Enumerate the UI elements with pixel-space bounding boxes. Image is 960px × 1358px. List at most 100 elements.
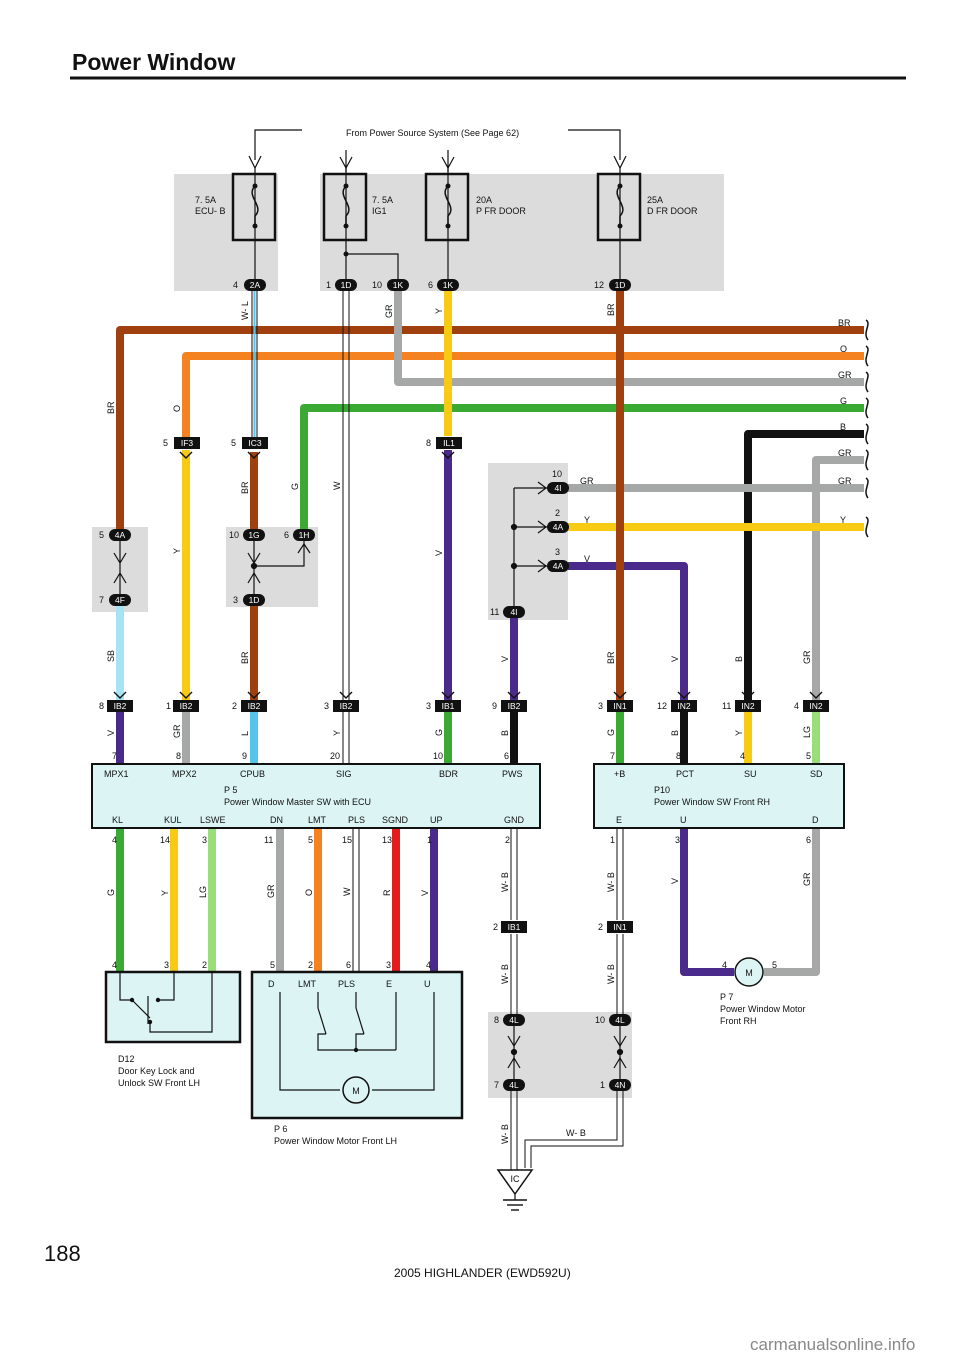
svg-text:8: 8 xyxy=(426,438,431,448)
svg-text:IC: IC xyxy=(511,1174,521,1184)
svg-text:CPUB: CPUB xyxy=(240,769,265,779)
svg-text:Y: Y xyxy=(172,548,182,554)
svg-text:11: 11 xyxy=(722,701,731,711)
svg-text:3: 3 xyxy=(555,547,560,557)
motor-icon: M xyxy=(734,957,764,987)
svg-text:1: 1 xyxy=(326,280,331,290)
svg-text:3: 3 xyxy=(202,835,207,845)
svg-text:L: L xyxy=(240,731,250,736)
svg-text:1D: 1D xyxy=(341,280,352,290)
svg-text:11: 11 xyxy=(264,835,273,845)
switch-d12-door-key-lock: D12 Door Key Lock and Unlock SW Front LH xyxy=(104,970,242,1088)
svg-text:IB1: IB1 xyxy=(442,701,455,711)
svg-text:V: V xyxy=(420,890,430,896)
svg-text:4I: 4I xyxy=(554,483,561,493)
svg-text:BR: BR xyxy=(240,481,250,494)
connector-chevrons xyxy=(113,451,823,699)
svg-text:W- B: W- B xyxy=(566,1128,586,1138)
svg-text:D FR DOOR: D FR DOOR xyxy=(647,206,698,216)
svg-text:M: M xyxy=(745,968,753,978)
svg-text:9: 9 xyxy=(492,701,497,711)
svg-text:Door Key Lock and: Door Key Lock and xyxy=(118,1066,195,1076)
power-source-note: From Power Source System (See Page 62) xyxy=(248,128,627,172)
svg-text:8: 8 xyxy=(99,701,104,711)
svg-text:B: B xyxy=(500,730,510,736)
svg-text:IB1: IB1 xyxy=(508,922,521,932)
svg-text:U: U xyxy=(680,815,687,825)
svg-text:1K: 1K xyxy=(443,280,454,290)
svg-text:G: G xyxy=(106,889,116,896)
svg-text:7: 7 xyxy=(112,751,117,761)
svg-text:3: 3 xyxy=(598,701,603,711)
svg-text:B: B xyxy=(670,730,680,736)
svg-text:5: 5 xyxy=(163,438,168,448)
svg-text:D: D xyxy=(268,979,275,989)
svg-text:Y: Y xyxy=(734,730,744,736)
svg-text:E: E xyxy=(386,979,392,989)
svg-text:GR: GR xyxy=(580,476,594,486)
svg-text:IF3: IF3 xyxy=(181,438,194,448)
svg-text:P FR DOOR: P FR DOOR xyxy=(476,206,526,216)
svg-text:KL: KL xyxy=(112,815,123,825)
svg-text:PCT: PCT xyxy=(676,769,695,779)
svg-text:Y: Y xyxy=(160,890,170,896)
svg-text:14: 14 xyxy=(160,835,170,845)
svg-text:Power Window Motor Front LH: Power Window Motor Front LH xyxy=(274,1136,397,1146)
svg-text:P10: P10 xyxy=(654,785,670,795)
svg-text:LSWE: LSWE xyxy=(200,815,226,825)
svg-text:2: 2 xyxy=(505,835,510,845)
svg-text:O: O xyxy=(304,889,314,896)
svg-text:GR: GR xyxy=(838,370,852,380)
svg-text:IN2: IN2 xyxy=(809,701,823,711)
svg-text:7. 5A: 7. 5A xyxy=(195,195,216,205)
svg-text:IB2: IB2 xyxy=(340,701,353,711)
svg-text:5: 5 xyxy=(270,960,275,970)
svg-text:1G: 1G xyxy=(248,530,259,540)
svg-text:BR: BR xyxy=(606,303,616,316)
svg-text:5: 5 xyxy=(806,751,811,761)
svg-text:6: 6 xyxy=(428,280,433,290)
ground-ic: IC xyxy=(496,1169,534,1211)
svg-text:3: 3 xyxy=(164,960,169,970)
svg-text:GR: GR xyxy=(266,884,276,898)
svg-text:3: 3 xyxy=(233,595,238,605)
svg-text:KUL: KUL xyxy=(164,815,182,825)
svg-text:IL1: IL1 xyxy=(443,438,455,448)
svg-text:IB2: IB2 xyxy=(248,701,261,711)
svg-text:BR: BR xyxy=(606,651,616,664)
joints xyxy=(113,481,627,1080)
shaded-panels xyxy=(92,174,724,1098)
switch-p10-front-rh: +B PCT SU SD P10 Power Window SW Front R… xyxy=(593,763,845,829)
svg-text:SIG: SIG xyxy=(336,769,352,779)
svg-text:2: 2 xyxy=(493,922,498,932)
svg-text:5: 5 xyxy=(772,960,777,970)
svg-text:LG: LG xyxy=(802,726,812,738)
svg-text:GR: GR xyxy=(384,304,394,318)
svg-text:IB2: IB2 xyxy=(180,701,193,711)
svg-text:G: G xyxy=(434,729,444,736)
svg-text:V: V xyxy=(584,554,590,564)
svg-text:W- B: W- B xyxy=(606,872,616,892)
svg-text:6: 6 xyxy=(346,960,351,970)
svg-text:W- L: W- L xyxy=(240,301,250,320)
svg-text:1: 1 xyxy=(610,835,615,845)
svg-text:IB2: IB2 xyxy=(114,701,127,711)
page-number: 188 xyxy=(44,1241,81,1266)
svg-text:4: 4 xyxy=(722,960,727,970)
svg-text:12: 12 xyxy=(657,701,667,711)
svg-text:1: 1 xyxy=(600,1080,605,1090)
svg-text:2A: 2A xyxy=(250,280,261,290)
svg-text:2: 2 xyxy=(232,701,237,711)
svg-text:1: 1 xyxy=(427,835,432,845)
svg-text:1D: 1D xyxy=(249,595,260,605)
svg-text:D: D xyxy=(812,815,819,825)
svg-text:GR: GR xyxy=(838,476,852,486)
svg-text:B: B xyxy=(840,422,846,432)
svg-text:4A: 4A xyxy=(553,561,564,571)
page-title: Power Window xyxy=(72,49,235,75)
svg-text:Y: Y xyxy=(434,308,444,314)
svg-text:4I: 4I xyxy=(510,607,517,617)
svg-text:B: B xyxy=(734,656,744,662)
svg-text:W- B: W- B xyxy=(500,964,510,984)
svg-text:11: 11 xyxy=(490,607,499,617)
